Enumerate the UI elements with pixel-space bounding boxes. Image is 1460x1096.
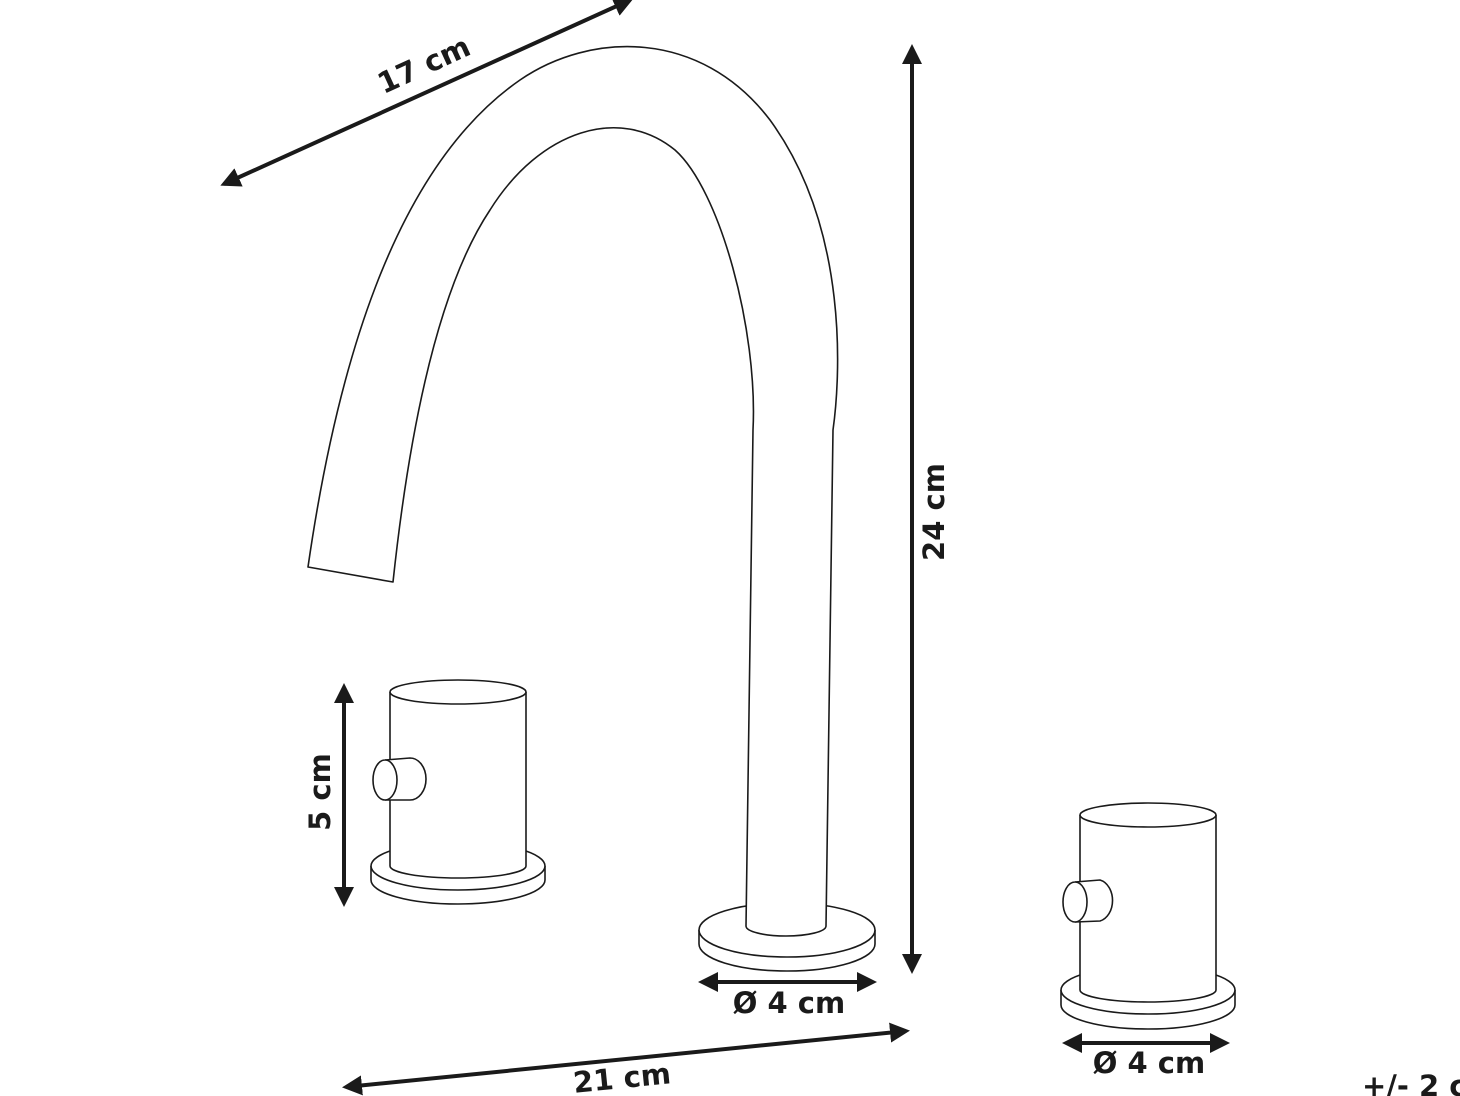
left-handle-body <box>389 679 527 879</box>
spout-height-label: 24 cm <box>917 463 951 561</box>
right-handle-body <box>1079 802 1217 1003</box>
spout-neck <box>307 45 839 937</box>
right-handle <box>1060 802 1236 1030</box>
left-handle-lever <box>372 757 427 801</box>
spout-reach-label: 17 cm <box>372 29 475 101</box>
left-handle <box>370 679 546 905</box>
spout-reach-dimension-line <box>220 0 634 187</box>
tolerance-label: +/- 2 cm <box>1362 1069 1460 1096</box>
spout-base-diameter-label: Ø 4 cm <box>733 986 845 1020</box>
total-width-dimension-line <box>342 1022 910 1096</box>
spout <box>307 45 876 972</box>
handle-height-label: 5 cm <box>303 753 337 831</box>
handle-base-diameter-label: Ø 4 cm <box>1093 1046 1205 1080</box>
